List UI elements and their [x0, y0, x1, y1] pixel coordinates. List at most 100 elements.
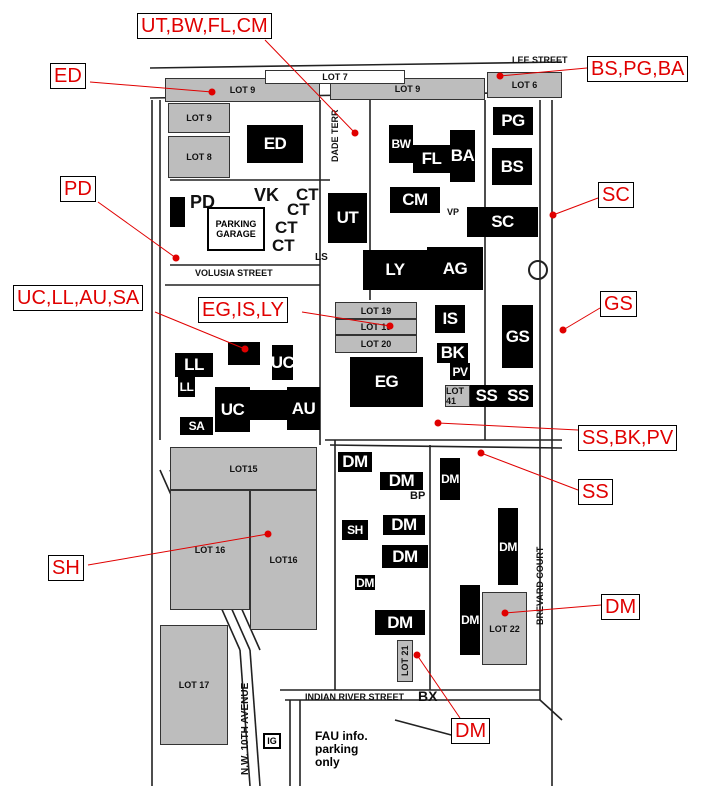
map-label: LEE STREET: [512, 55, 568, 65]
callout-marker-dot: [559, 326, 567, 334]
callout-leader-line: [301, 311, 391, 327]
parking-lot: LOT 41: [445, 385, 470, 407]
callout-leader-line: [264, 39, 356, 134]
callout-marker-dot: [477, 449, 485, 457]
building-dm: DM: [498, 508, 518, 585]
callout-ss: SS: [578, 479, 613, 505]
building-ag: AG: [427, 247, 483, 290]
map-label: VOLUSIA STREET: [195, 268, 273, 278]
callout-marker-dot: [501, 609, 509, 617]
building-ll: LL: [175, 353, 213, 377]
callout-uc-ll-au-sa: UC,LL,AU,SA: [13, 285, 144, 311]
callout-dm: DM: [601, 594, 641, 620]
building-ba: BA: [450, 130, 475, 182]
callout-marker-dot: [386, 322, 394, 330]
building-dm: DM: [382, 545, 428, 568]
building-sa: SA: [180, 417, 213, 435]
parking-lot: LOT 19: [335, 302, 417, 319]
callout-marker-dot: [264, 530, 272, 538]
map-label: LS: [315, 252, 328, 263]
building-dm: DM: [383, 515, 425, 535]
roundabout: [528, 260, 548, 280]
callout-leader-line: [504, 604, 602, 614]
building-sh: SH: [342, 520, 368, 540]
info-parking-note: FAU info. parking only: [315, 729, 368, 769]
callout-marker-dot: [413, 651, 421, 659]
map-label: CT: [296, 185, 319, 204]
building-fl: FL: [413, 145, 450, 173]
map-label: BX: [418, 688, 438, 704]
callout-ed: ED: [50, 63, 86, 89]
building-uc: UC: [271, 345, 295, 380]
building-pv: PV: [450, 363, 470, 380]
building-dm: DM: [460, 585, 480, 655]
map-label: CT: [272, 236, 295, 255]
building-unlabeled: [228, 342, 260, 365]
road-edge: [239, 649, 251, 786]
building-ed: ED: [247, 125, 303, 163]
callout-marker-dot: [496, 72, 504, 80]
callout-marker-dot: [434, 419, 442, 427]
building-bk: BK: [437, 343, 468, 363]
building-ss: SS: [503, 385, 533, 407]
map-label: INDIAN RIVER STREET: [305, 692, 405, 702]
parking-lot: LOT15: [170, 447, 317, 490]
callout-leader-line: [154, 311, 246, 350]
callout-marker-dot: [208, 88, 216, 96]
parking-garage: PARKING GARAGE: [207, 207, 265, 251]
building-dm: DM: [375, 610, 425, 635]
building-is: IS: [435, 305, 465, 333]
callout-eg-is-ly: EG,IS,LY: [198, 297, 288, 323]
map-label: VP: [447, 207, 460, 217]
callout-sh: SH: [48, 555, 84, 581]
road-edge: [249, 649, 261, 786]
parking-lot: LOT 7: [265, 70, 405, 84]
callout-leader-line: [87, 533, 269, 566]
map-label: CT: [287, 200, 310, 219]
callout-ut-bw-fl-cm: UT,BW,FL,CM: [137, 13, 272, 39]
building-ll: LL: [178, 377, 195, 397]
callout-sc: SC: [598, 182, 634, 208]
callout-ss-bk-pv: SS,BK,PV: [578, 425, 678, 451]
parking-lot: LOT16: [250, 490, 317, 630]
building-ss: SS: [470, 385, 503, 407]
building-dm: DM: [440, 458, 460, 500]
building-uc: UC: [215, 387, 250, 432]
callout-marker-dot: [351, 129, 359, 137]
road-edge: [149, 61, 563, 69]
building-pd-block: [170, 197, 185, 227]
parking-lot: LOT 16: [170, 490, 250, 610]
road-edge: [329, 444, 563, 449]
parking-lot: LOT 19: [335, 319, 417, 335]
building-eg: EG: [350, 357, 423, 407]
callout-pd: PD: [60, 176, 96, 202]
building-gs: GS: [502, 305, 533, 368]
parking-lot: LOT 17: [160, 625, 228, 745]
parking-lot: LOT 9: [168, 103, 230, 133]
info-parking-icon: IG: [263, 733, 281, 749]
building-au: AU: [287, 387, 320, 430]
parking-lot: LOT 8: [168, 136, 230, 178]
map-label: BP: [410, 490, 426, 502]
callout-marker-dot: [172, 254, 180, 262]
callout-gs: GS: [600, 291, 637, 317]
map-label: VK: [254, 185, 280, 205]
callout-leader-line: [97, 201, 177, 259]
callout-leader-line: [89, 81, 213, 93]
road-edge: [539, 699, 563, 721]
building-bw: BW: [389, 125, 413, 163]
callout-leader-line: [499, 67, 588, 77]
map-label: CT: [275, 218, 298, 237]
building-cm: CM: [390, 187, 440, 213]
building-unlabeled: [250, 390, 287, 420]
parking-lot: LOT 20: [335, 335, 417, 353]
building-bs: BS: [492, 148, 532, 185]
building-ly: LY: [363, 250, 427, 290]
callout-leader-line: [416, 654, 461, 719]
callout-marker-dot: [549, 211, 557, 219]
building-dm: DM: [338, 452, 372, 472]
building-pg: PG: [493, 107, 533, 135]
